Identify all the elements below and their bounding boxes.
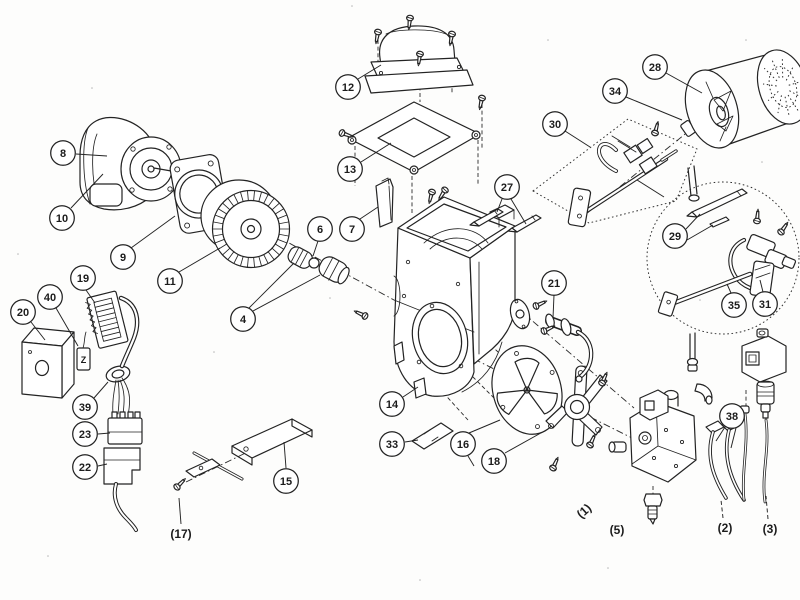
part-rod-and-bracket xyxy=(185,451,244,481)
svg-text:15: 15 xyxy=(280,476,292,488)
callout-22: 22 xyxy=(72,454,108,480)
svg-text:28: 28 xyxy=(649,62,661,74)
callout-layer: 8 10 9 11 19 40 20 39 23 22 4 6 7 12 13 27 30 34 28 21 29 35 3… xyxy=(10,54,778,541)
svg-text:(1): (1) xyxy=(574,501,594,521)
svg-text:19: 19 xyxy=(77,273,89,285)
svg-text:(5): (5) xyxy=(610,523,625,537)
scan-speckles xyxy=(17,5,763,581)
callout-7: 7 xyxy=(339,206,379,242)
callout-11: 11 xyxy=(157,247,221,294)
part-grommet xyxy=(105,365,131,383)
svg-text:34: 34 xyxy=(609,86,622,98)
callout-12: 12 xyxy=(335,64,382,100)
part-connector-tube-fitting xyxy=(545,313,594,383)
callout-18: 18 xyxy=(481,428,549,474)
callout-1: (1) xyxy=(574,501,594,521)
svg-text:14: 14 xyxy=(386,399,399,411)
part-air-tube xyxy=(684,49,800,149)
part-blower-wheel xyxy=(200,179,291,269)
callout-6: 6 xyxy=(307,216,333,257)
svg-text:40: 40 xyxy=(44,292,56,304)
svg-text:35: 35 xyxy=(728,300,740,312)
svg-text:13: 13 xyxy=(344,164,356,176)
svg-text:16: 16 xyxy=(457,439,469,451)
svg-text:20: 20 xyxy=(17,307,29,319)
part-fuel-pump xyxy=(608,389,697,525)
svg-text:11: 11 xyxy=(164,276,176,288)
part-solenoid-valve xyxy=(739,328,787,504)
svg-text:30: 30 xyxy=(549,119,561,131)
part-transformer-mounting-plate xyxy=(347,101,481,175)
callout-2: (2) xyxy=(718,499,733,535)
z-tag-label: Z xyxy=(81,355,87,365)
callout-27: 27 xyxy=(494,174,527,225)
part-junction-box xyxy=(21,327,75,399)
svg-text:(2): (2) xyxy=(718,521,733,535)
callout-5: (5) xyxy=(610,523,625,537)
callout-13: 13 xyxy=(337,142,392,182)
part-electrode-rods xyxy=(469,208,542,233)
svg-text:39: 39 xyxy=(79,402,91,414)
svg-text:33: 33 xyxy=(386,439,398,451)
svg-text:27: 27 xyxy=(501,182,513,194)
svg-text:10: 10 xyxy=(56,213,68,225)
svg-text:18: 18 xyxy=(488,456,500,468)
callout-4: 4 xyxy=(230,262,321,332)
callout-15: 15 xyxy=(273,441,299,494)
part-wire-connectors xyxy=(103,295,143,532)
part-coupling-assembly xyxy=(287,246,350,285)
svg-text:12: 12 xyxy=(342,82,354,94)
callout-9: 9 xyxy=(110,215,176,270)
svg-text:31: 31 xyxy=(759,299,771,311)
callout-31: 31 xyxy=(752,279,778,317)
part-ignition-transformer xyxy=(364,25,474,94)
callout-23: 23 xyxy=(72,421,111,447)
callout-10: 10 xyxy=(49,173,104,231)
svg-text:7: 7 xyxy=(349,224,355,236)
callout-40: 40 xyxy=(37,284,79,347)
callout-29: 29 xyxy=(662,213,714,249)
callout-14: 14 xyxy=(379,386,419,417)
svg-text:29: 29 xyxy=(669,231,681,243)
svg-text:23: 23 xyxy=(79,429,91,441)
part-air-shutter-plate xyxy=(491,345,563,435)
callout-8: 8 xyxy=(50,140,108,166)
callout-30: 30 xyxy=(542,111,591,148)
svg-text:9: 9 xyxy=(120,252,126,264)
svg-text:8: 8 xyxy=(60,148,66,160)
callout-19: 19 xyxy=(70,265,96,304)
part-air-inlet-damper xyxy=(375,177,394,228)
svg-text:21: 21 xyxy=(548,278,560,290)
callout-17: (17) xyxy=(170,497,192,541)
detail-inset-electrode-assembly xyxy=(646,181,800,335)
svg-text:22: 22 xyxy=(79,462,91,474)
callout-20: 20 xyxy=(10,299,46,341)
callout-34: 34 xyxy=(602,78,683,121)
callout-38: 38 xyxy=(715,403,745,449)
part-nozzle-line-assembly xyxy=(532,118,700,228)
svg-text:4: 4 xyxy=(240,314,247,326)
part-cover-plate xyxy=(231,418,313,466)
part-z-tag: Z xyxy=(76,331,91,371)
part-burner-housing xyxy=(393,196,531,399)
part-terminal-strip xyxy=(85,290,129,349)
part-oil-line-fittings xyxy=(686,332,746,502)
callout-21: 21 xyxy=(541,270,567,319)
svg-text:(17): (17) xyxy=(170,527,191,541)
svg-text:6: 6 xyxy=(317,224,323,236)
part-escutcheon-plate xyxy=(411,422,454,450)
callout-33: 33 xyxy=(379,431,419,457)
callout-39: 39 xyxy=(72,381,109,420)
svg-text:38: 38 xyxy=(726,411,738,423)
callout-35: 35 xyxy=(721,283,747,318)
part-drive-motor xyxy=(79,116,182,211)
callout-3: (3) xyxy=(763,495,778,536)
callout-28: 28 xyxy=(642,54,703,94)
svg-text:(3): (3) xyxy=(763,522,778,536)
callout-16: 16 xyxy=(450,419,501,467)
